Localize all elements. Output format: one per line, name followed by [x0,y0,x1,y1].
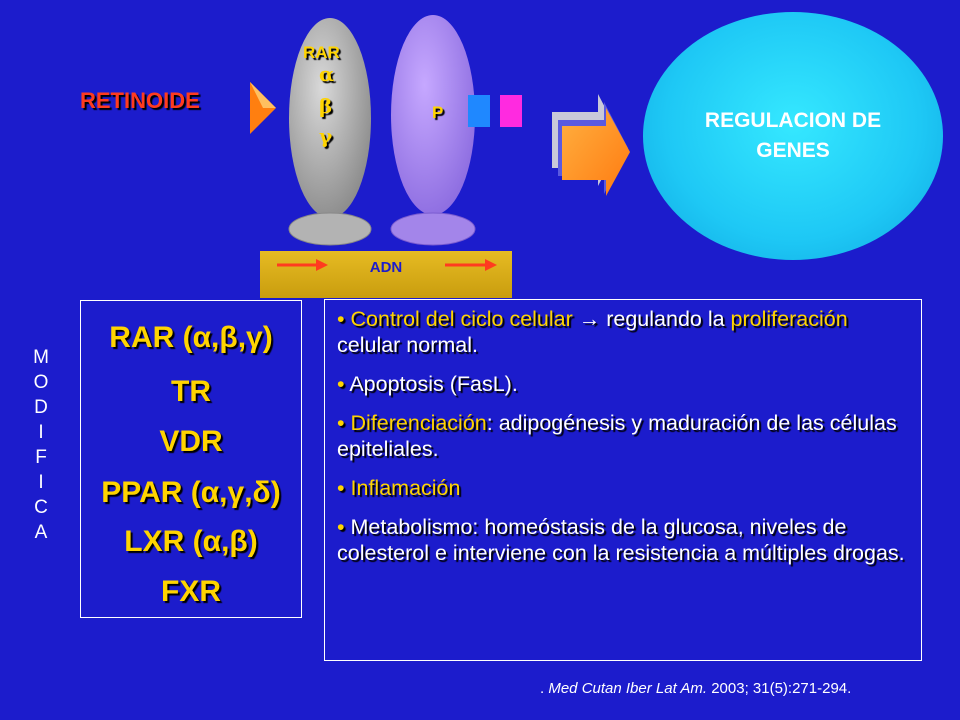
partner-dna-binding-domain [390,212,476,246]
rar-subtype-beta: β [319,94,333,118]
rar-receptor-ellipse [289,18,371,218]
coactivator-magenta-block [500,95,522,127]
bullet: • [337,476,345,500]
citation: . Med Cutan Iber Lat Am. 2003; 31(5):271… [540,680,851,697]
receptor-item: FXR [161,575,221,608]
side-letter: A [34,522,48,543]
effect-text: → regulando la [572,307,731,331]
receptor-item: RAR (α,β,γ) [109,321,273,354]
effect-highlight: Inflamación [350,476,461,500]
receptor-item: VDR [159,425,223,458]
modifica-vertical-label: M O D I F I C A [30,345,52,545]
bullet: • [337,372,345,396]
receptor-item: PPAR (α,γ,δ) [101,476,281,509]
citation-journal: Med Cutan Iber Lat Am. [548,680,708,697]
bullet: • [337,307,345,331]
side-letter: F [35,447,47,468]
effect-item: • Diferenciación: adipogénesis y madurac… [337,410,909,462]
effect-item: • Apoptosis (FasL). [337,371,909,397]
dna-label: ADN [369,259,403,276]
citation-prefix: . [540,680,549,697]
side-letter: C [34,497,48,518]
effect-highlight: Control del ciclo celular [350,307,573,331]
partner-receptor-ellipse [391,15,475,215]
effect-highlight: proliferación [730,307,848,331]
effect-item: • Metabolismo: homeóstasis de la glucosa… [337,514,909,566]
side-letter: D [34,397,48,418]
rar-subtype-gamma: γ [319,124,333,148]
rar-subtype-alpha: α [319,62,335,86]
receptor-list-box: RAR (α,β,γ) TR VDR PPAR (α,γ,δ) LXR (α,β… [80,300,302,618]
ligand-arrowhead [250,82,276,134]
receptor-item: LXR (α,β) [124,525,258,558]
effect-text: Apoptosis (FasL). [349,372,518,396]
coactivator-blue-block [468,95,490,127]
bullet: • [337,411,345,435]
bullet: • [337,515,345,539]
retinoide-label: RETINOIDE [80,88,200,113]
side-letter: I [38,472,44,493]
rar-dna-binding-domain [288,212,372,246]
side-letter: M [33,347,49,368]
effect-highlight: Diferenciación [350,411,487,435]
receptor-item: TR [171,375,211,408]
dna-bar: ADN [260,251,512,298]
side-letter: O [33,372,49,393]
to-genes-arrow [552,94,630,196]
gene-regulation-label: REGULACION DE GENES [704,109,882,162]
rar-label: RAR [303,43,340,62]
effect-text: Metabolismo: homeóstasis de la glucosa, … [337,515,905,565]
side-letter: I [38,422,44,443]
effect-item: • Inflamación [337,475,909,501]
effects-list-box: • Control del ciclo celular → regulando … [324,299,922,661]
effect-text: : adipogénesis y maduración de las célul… [337,411,897,461]
partner-label: P [432,103,444,122]
gene-regulation-ellipse: REGULACION DE GENES [643,12,943,260]
effect-text: celular normal. [337,333,478,357]
effect-item: • Control del ciclo celular → regulando … [337,306,909,358]
citation-ref: 2003; 31(5):271-294. [707,680,852,697]
